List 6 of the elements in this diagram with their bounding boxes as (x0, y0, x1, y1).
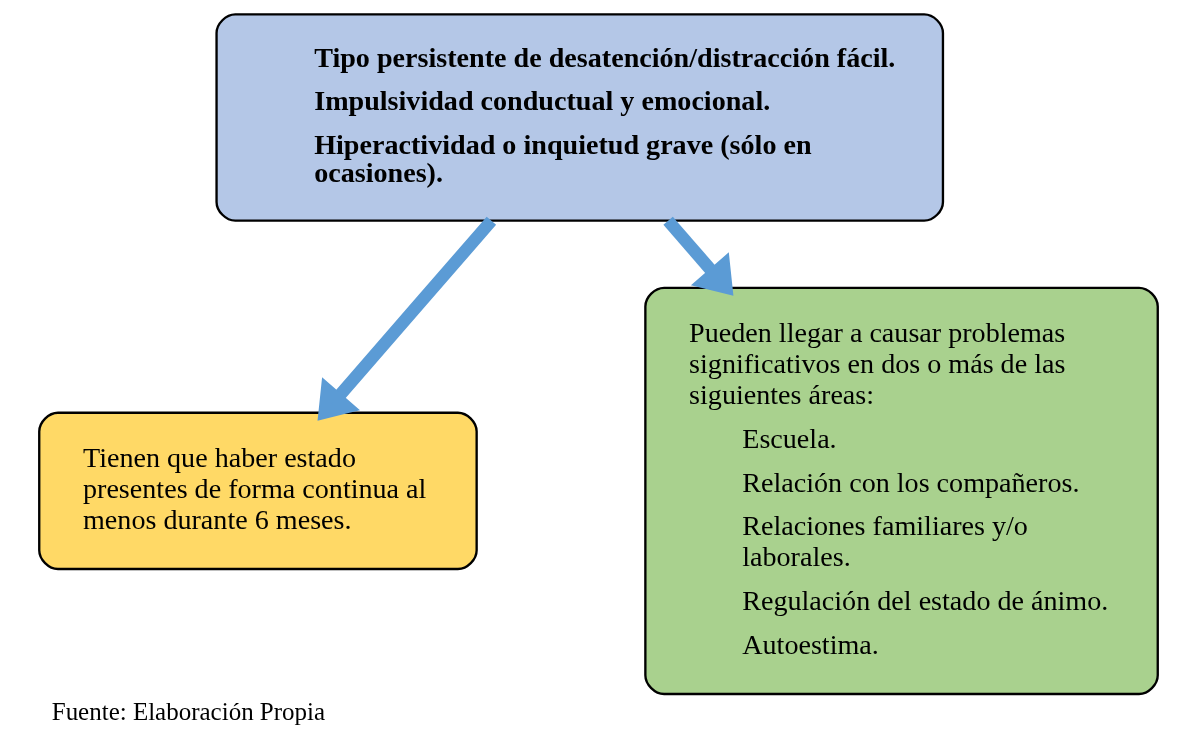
arrow (662, 216, 733, 296)
caption: Fuente: Elaboración Propia (51, 698, 325, 726)
node-box: Tipo persistente de desatención/distracción fácil. Impulsividad conductual y emocional. Hiperactividad o inquietud grave (sólo en ocasiones). (214, 13, 944, 222)
node-box: Tienen que haber estado presentes de forma continua al menos durante 6 meses. (37, 411, 478, 571)
arrow (317, 216, 496, 421)
node-box: Pueden llegar a causar problemas significativos en dos o más de las siguientes áreas: Escuela. Relación con los compañeros. Relaciones familiares y/o laborales. Regulación del estado de ánimo. Autoestima. (643, 286, 1159, 696)
